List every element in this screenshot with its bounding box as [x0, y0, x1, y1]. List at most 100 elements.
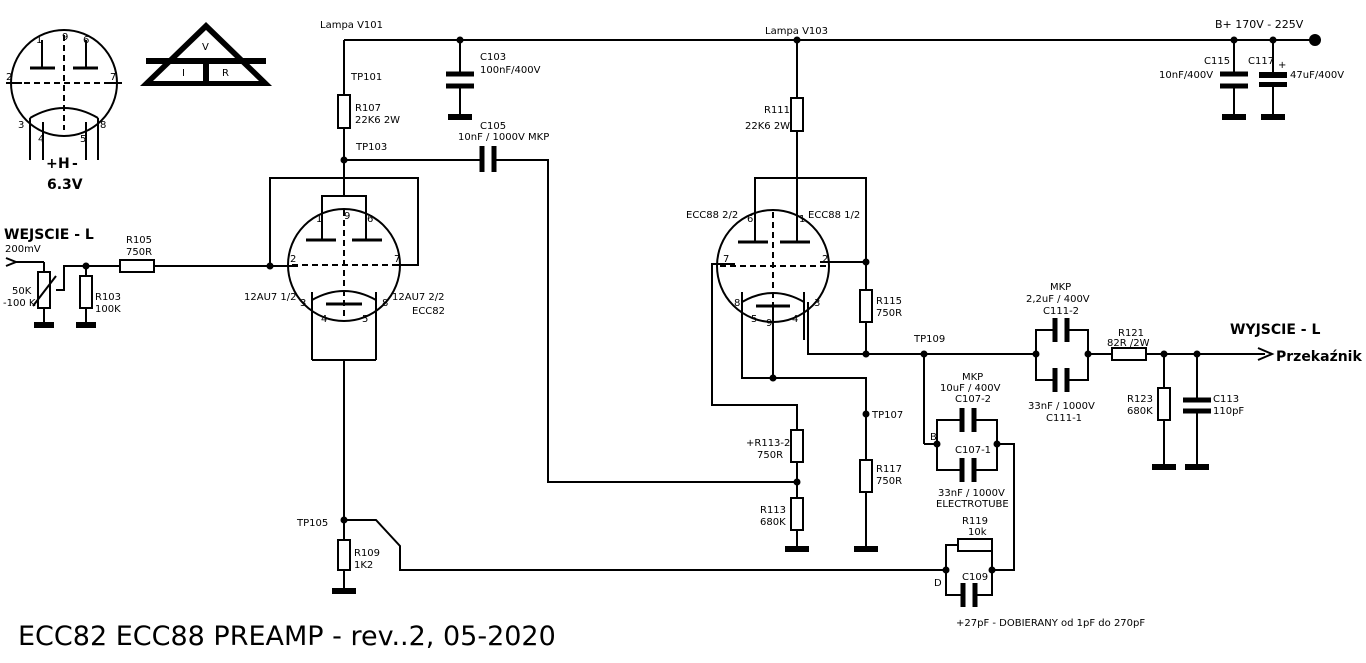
heater-h: H	[58, 156, 70, 172]
tp103-label: TP103	[355, 142, 387, 153]
v103-tube: 6 1 7 2 8 3 5 9 4	[716, 206, 830, 378]
v103-left-label: ECC88 2/2	[686, 210, 738, 221]
v101-type-label: ECC82	[412, 306, 445, 317]
r107-value: 22K6 2W	[355, 115, 400, 126]
v101-pin-3: 3	[300, 298, 306, 309]
triangle-v: V	[202, 42, 209, 53]
pot-value-2: -100 K	[3, 298, 36, 309]
r113-2-label: +R113-2	[746, 438, 790, 449]
r117-value: 750R	[876, 476, 902, 487]
r117-resistor	[859, 459, 873, 493]
r107-label: R107	[355, 103, 381, 114]
input-title: WEJSCIE - L	[4, 227, 94, 243]
triangle-r: R	[222, 68, 229, 79]
r113-label: R113	[760, 505, 786, 516]
v103-pin-2: 2	[822, 254, 828, 265]
pinout-pin-3: 3	[18, 120, 24, 131]
r107-resistor	[337, 94, 351, 129]
electrotube-label: ELECTROTUBE	[936, 499, 1009, 510]
c103-value: 100nF/400V	[480, 65, 541, 76]
v103-pin-4: 4	[792, 314, 798, 325]
r111-resistor	[790, 97, 804, 132]
heater-minus: -	[72, 156, 78, 172]
input-level: 200mV	[5, 244, 41, 255]
v103-pin-1: 1	[799, 214, 805, 225]
mkp-label-2: MKP	[962, 372, 983, 383]
node-b-label: B	[930, 432, 937, 443]
c107-1-label: C107-1	[955, 445, 991, 456]
schematic-title: ECC82 ECC88 PREAMP - rev..2, 05-2020	[18, 621, 556, 652]
r119-value: 10k	[968, 527, 987, 538]
c105-label: C105	[480, 121, 506, 132]
r117-label: R117	[876, 464, 902, 475]
psu-caps	[1220, 40, 1287, 120]
v101-pin-7: 7	[394, 254, 400, 265]
v101-tube: 1 9 6 2 7 3 8 4 5	[287, 195, 946, 594]
r119-label: R119	[962, 516, 988, 527]
r119-resistor	[957, 538, 993, 552]
relay-label: Przekaźnik	[1276, 349, 1362, 365]
r105-value: 750R	[126, 247, 152, 258]
c117-plus: +	[1278, 60, 1286, 71]
v103-wiring	[711, 40, 1036, 552]
r113-resistor	[790, 497, 804, 531]
c113-value: 110pF	[1213, 406, 1244, 417]
tp101-label: TP101	[350, 72, 382, 83]
v101-left-label: 12AU7 1/2	[244, 292, 297, 303]
r105-resistor	[119, 259, 155, 273]
r105-label: R105	[126, 235, 152, 246]
c107-1-value: 33nF / 1000V	[938, 488, 1005, 499]
c107-2-label: C107-2	[955, 394, 991, 405]
c109-note: +27pF - DOBIERANY od 1pF do 270pF	[956, 618, 1145, 629]
r121-resistor	[1111, 347, 1147, 361]
ohms-law-triangle: V I R	[140, 22, 272, 86]
mkp-label-1: MKP	[1050, 282, 1071, 293]
r103-resistor	[79, 275, 93, 309]
r111-label: R111	[764, 105, 790, 116]
c111-1-label: C111-1	[1046, 413, 1082, 424]
c111-2-label: C111-2	[1043, 306, 1079, 317]
c115-value: 10nF/400V	[1159, 70, 1213, 81]
v101-pin-5: 5	[362, 314, 368, 325]
pinout-pin-2: 2	[6, 72, 12, 83]
pot-value: 50K	[12, 286, 32, 297]
r123-value: 680K	[1127, 406, 1153, 417]
c105-value: 10nF / 1000V MKP	[458, 132, 549, 143]
pinout-pin-4: 4	[38, 134, 44, 145]
v103-pin-5: 5	[751, 314, 757, 325]
v103-pin-7: 7	[723, 254, 729, 265]
c113-label: C113	[1213, 394, 1239, 405]
v101-pin-4: 4	[321, 314, 327, 325]
pinout-pin-6: 6	[83, 35, 89, 46]
c117-label: C117	[1248, 56, 1274, 67]
heater-plus: +	[46, 156, 58, 172]
r123-label: R123	[1127, 394, 1153, 405]
tp105-label: TP105	[296, 518, 328, 529]
c115-label: C115	[1204, 56, 1230, 67]
tp107-label: TP107	[871, 410, 903, 421]
r113-2-value: 750R	[757, 450, 783, 461]
v103-pin-3: 3	[814, 298, 820, 309]
r109-value: 1K2	[354, 560, 373, 571]
v101-wiring	[269, 40, 798, 500]
input-wiring	[5, 257, 298, 328]
v101-pin-8: 8	[382, 298, 388, 309]
feedback-network	[924, 408, 1015, 607]
output-title: WYJSCIE - L	[1230, 322, 1320, 338]
c107-2-value: 10uF / 400V	[940, 383, 1001, 394]
r123-resistor	[1157, 387, 1171, 421]
node-d-label: D	[934, 578, 942, 589]
v101-right-label: 12AU7 2/2	[392, 292, 445, 303]
c111-2-value: 2,2uF / 400V	[1026, 294, 1090, 305]
r121-label: R121	[1118, 328, 1144, 339]
triangle-i: I	[182, 68, 185, 79]
pinout-pin-8: 8	[100, 120, 106, 131]
c111-1-value: 33nF / 1000V	[1028, 401, 1095, 412]
r115-value: 750R	[876, 308, 902, 319]
v103-pin-6: 6	[747, 214, 753, 225]
r103-label: R103	[95, 292, 121, 303]
pinout-pin-1: 1	[36, 35, 42, 46]
v101-pin-6: 6	[367, 214, 373, 225]
r115-resistor	[859, 289, 873, 323]
